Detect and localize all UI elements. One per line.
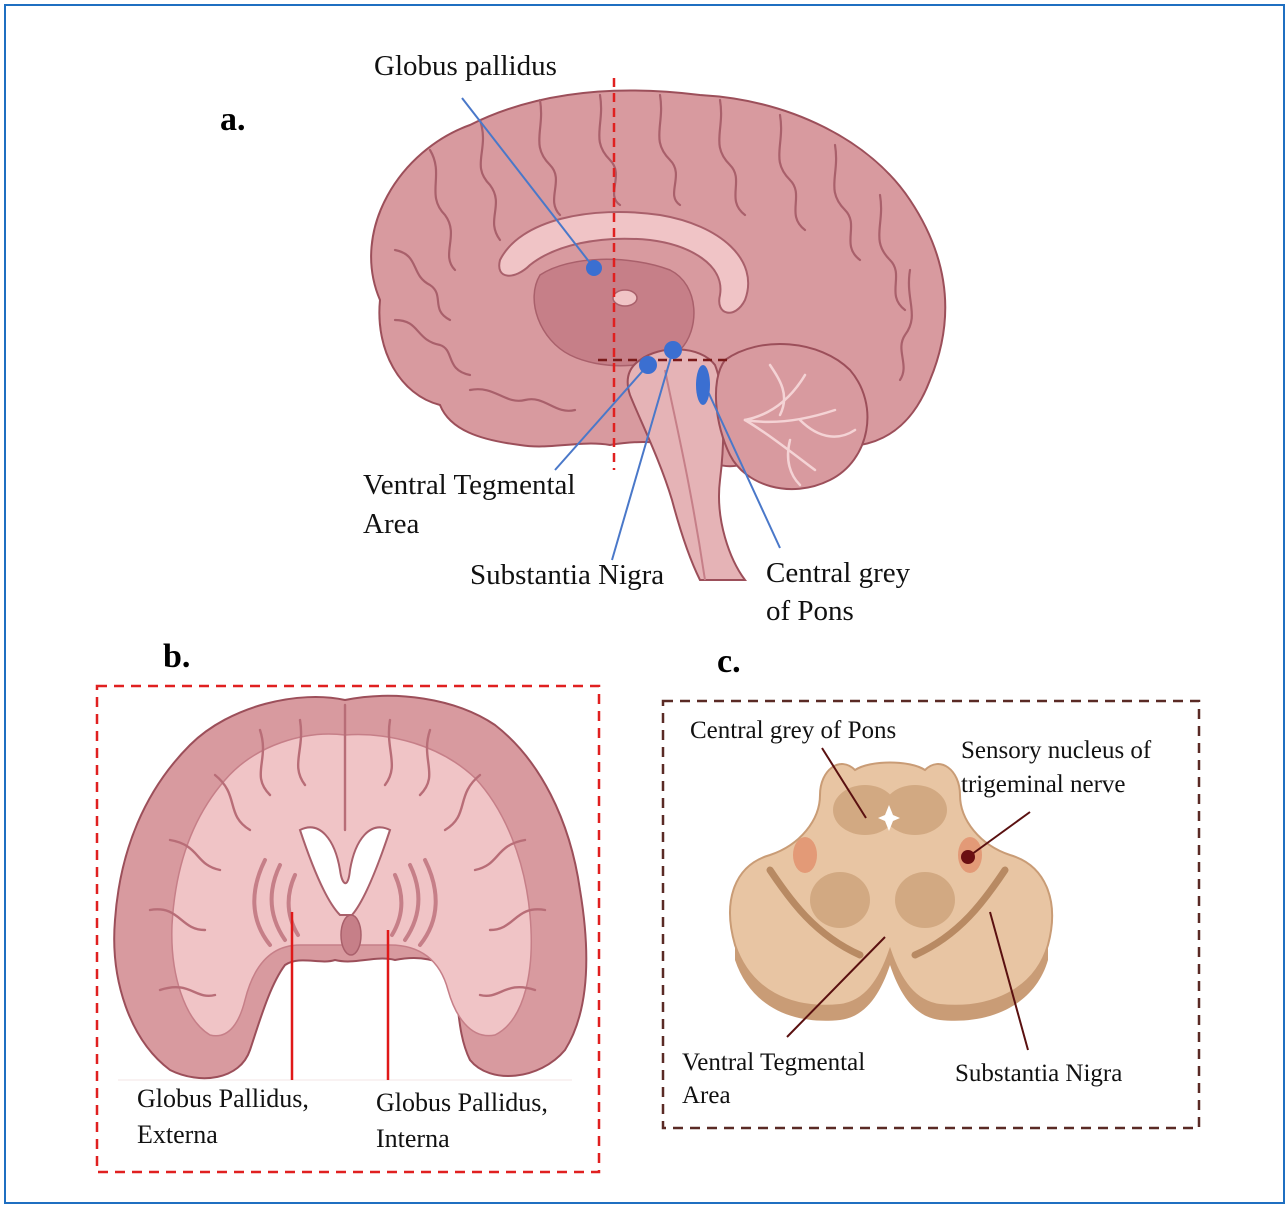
label-globus-pallidus: Globus pallidus bbox=[374, 50, 557, 82]
label-gpi-line2: Interna bbox=[376, 1124, 450, 1153]
label-gpi-line1: Globus Pallidus, bbox=[376, 1088, 548, 1117]
cerebellum bbox=[716, 344, 868, 489]
label-vta-c-line2: Area bbox=[682, 1082, 731, 1109]
panel-a: a. bbox=[220, 50, 945, 627]
label-vta-line2: Area bbox=[363, 508, 419, 540]
label-central-grey-line2: of Pons bbox=[766, 595, 854, 627]
central-grey-right bbox=[883, 785, 947, 835]
panel-b: b. bbox=[97, 638, 599, 1172]
vta-marker bbox=[639, 356, 657, 374]
panel-c-letter: c. bbox=[717, 643, 741, 680]
label-gpe-line2: Externa bbox=[137, 1120, 218, 1149]
interthalamic-adhesion bbox=[613, 290, 637, 306]
panel-a-letter: a. bbox=[220, 101, 246, 138]
label-vta-c-line1: Ventral Tegmental bbox=[682, 1049, 865, 1076]
label-central-grey-pons: Central grey of Pons bbox=[690, 717, 896, 744]
globus-pallidus-marker bbox=[586, 260, 602, 276]
label-central-grey-line1: Central grey bbox=[766, 557, 911, 589]
nucleus-left bbox=[810, 872, 870, 928]
sensory-nucleus-region-left bbox=[793, 837, 817, 873]
label-sensory-line2: trigeminal nerve bbox=[961, 771, 1126, 798]
central-grey-marker bbox=[696, 365, 710, 405]
panel-c: c. Central grey of Pons Sensory nucleus … bbox=[663, 643, 1199, 1128]
label-substantia-nigra-c: Substantia Nigra bbox=[955, 1060, 1122, 1087]
label-sensory-line1: Sensory nucleus of bbox=[961, 737, 1152, 764]
label-substantia-nigra: Substantia Nigra bbox=[470, 559, 664, 591]
substantia-nigra-marker bbox=[664, 341, 682, 359]
label-vta-line1: Ventral Tegmental bbox=[363, 469, 575, 501]
label-gpe-line1: Globus Pallidus, bbox=[137, 1084, 309, 1113]
panel-b-letter: b. bbox=[163, 638, 190, 675]
sensory-nucleus-marker bbox=[961, 850, 975, 864]
nucleus-right bbox=[895, 872, 955, 928]
third-ventricle bbox=[341, 915, 361, 955]
